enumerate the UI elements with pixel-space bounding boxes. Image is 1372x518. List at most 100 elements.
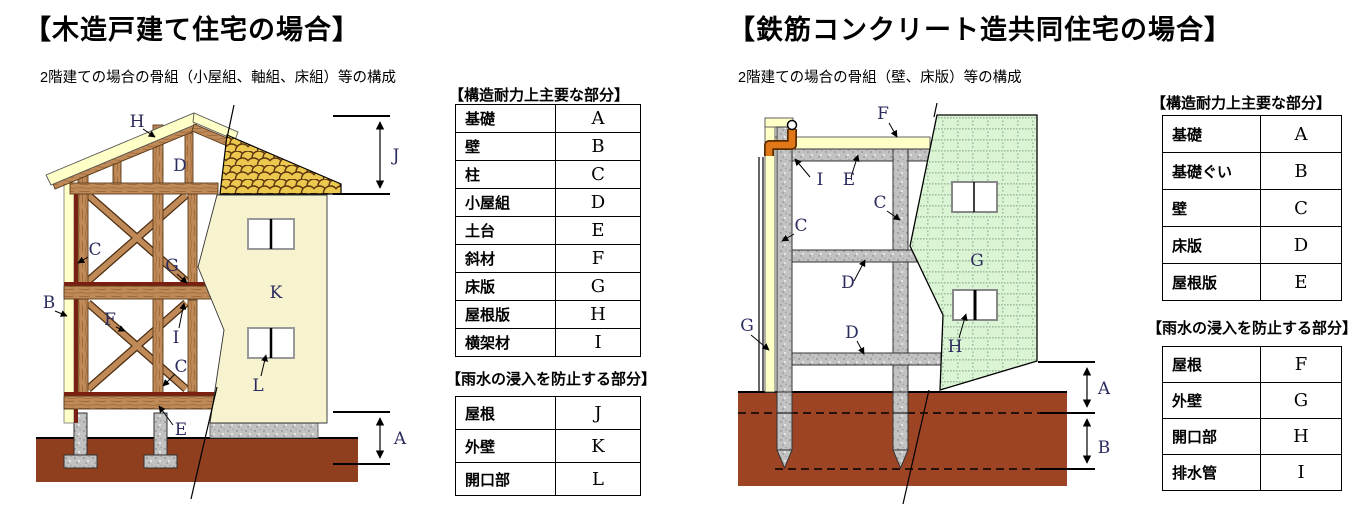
floor-slab-upper — [791, 249, 934, 263]
part-name: 基礎 — [1162, 115, 1261, 153]
right-panel-title: 【鉄筋コンクリート造共同住宅の場合】 — [728, 15, 1232, 45]
part-name: 屋根版 — [1162, 263, 1261, 301]
part-name: 外壁 — [455, 429, 556, 463]
label-K-outerwall: K — [270, 283, 283, 303]
part-name: 開口部 — [455, 462, 556, 496]
part-name: 小屋組 — [455, 188, 556, 217]
label-I-beam: I — [173, 328, 180, 348]
part-name: 斜材 — [455, 244, 556, 273]
label-H-opening: H — [948, 337, 963, 357]
part-name: 床版 — [455, 272, 556, 301]
label-I-drainpipe: I — [817, 170, 824, 190]
part-name: 外壁 — [1162, 382, 1261, 419]
dimension-B — [1040, 418, 1095, 470]
left-table-rain-title: 【雨水の浸入を防止する部分】 — [446, 371, 657, 388]
part-code: G — [555, 272, 641, 301]
right-table-rain-title: 【雨水の浸入を防止する部分】 — [1147, 320, 1358, 337]
timber-frame — [45, 112, 239, 410]
diagonal-brace — [86, 192, 188, 392]
part-code: E — [555, 216, 641, 245]
window-lower — [952, 289, 998, 321]
top-plate-beam — [69, 182, 219, 195]
label-C-wall-right: C — [873, 193, 886, 213]
roof-board — [45, 112, 239, 190]
part-code: A — [555, 104, 641, 133]
label-F-brace: F — [104, 310, 116, 330]
part-name: 開口部 — [1162, 418, 1261, 455]
wall-left — [776, 126, 793, 393]
part-name: 基礎 — [455, 104, 556, 133]
part-code: J — [555, 396, 641, 430]
section-cut-line — [902, 102, 938, 505]
part-name: 屋根版 — [455, 300, 556, 329]
label-D-slab-upper: D — [841, 273, 855, 293]
part-code: G — [1260, 382, 1342, 419]
strip-foundation — [209, 422, 319, 439]
rc-building-diagram: F I E C C D D G G H A B — [738, 102, 1111, 505]
center-post — [152, 124, 164, 397]
label-C-post-upper: C — [88, 240, 101, 260]
label-B-pile: B — [1098, 438, 1111, 458]
part-code: C — [555, 160, 641, 189]
part-code: F — [555, 244, 641, 273]
label-A-foundation: A — [393, 429, 407, 449]
label-H-roofboard: H — [130, 112, 145, 132]
wall-siding — [63, 182, 78, 424]
part-name: 土台 — [455, 216, 556, 245]
drain-pipe — [764, 119, 798, 156]
part-name: 横架材 — [455, 328, 556, 357]
wood-house-diagram: H D C B F G I C E K L J A — [36, 104, 407, 500]
part-name: 壁 — [1162, 189, 1261, 227]
part-name: 屋根 — [1162, 346, 1261, 383]
part-code: H — [1260, 418, 1342, 455]
window-lower — [247, 327, 295, 359]
second-floor — [63, 282, 219, 300]
part-code: K — [555, 429, 641, 463]
label-F-roof: F — [877, 104, 889, 124]
sill-beam — [63, 392, 219, 410]
dimension-A — [1038, 361, 1095, 414]
part-name: 柱 — [455, 160, 556, 189]
floor-slab-lower — [791, 352, 942, 366]
part-code: B — [1260, 152, 1342, 190]
part-code: D — [1260, 226, 1342, 264]
label-J-roof: J — [391, 146, 400, 166]
label-arrows — [54, 128, 268, 426]
part-name: 排水管 — [1162, 454, 1261, 491]
label-A-foundation: A — [1097, 379, 1111, 399]
window-upper — [951, 181, 998, 213]
label-G-finish: G — [970, 251, 984, 271]
part-code: A — [1260, 115, 1342, 153]
label-C-post-lower: C — [174, 357, 187, 377]
part-code: B — [555, 132, 641, 161]
part-name: 床版 — [1162, 226, 1261, 264]
part-name: 基礎ぐい — [1162, 152, 1261, 190]
left-table-main-title: 【構造耐力上主要な部分】 — [449, 87, 630, 104]
left-panel-title: 【木造戸建て住宅の場合】 — [24, 15, 360, 45]
dimension-A — [333, 411, 390, 465]
roof-shingles — [219, 134, 342, 195]
label-G-outerwall: G — [740, 316, 754, 336]
part-code: F — [1260, 346, 1342, 383]
part-code: I — [1260, 454, 1342, 491]
left-panel-subtitle: 2階建ての場合の骨組（小屋組、軸組、床組）等の構成 — [40, 70, 397, 86]
label-C-wall-left: C — [794, 216, 807, 236]
foundation-piles — [776, 391, 909, 470]
